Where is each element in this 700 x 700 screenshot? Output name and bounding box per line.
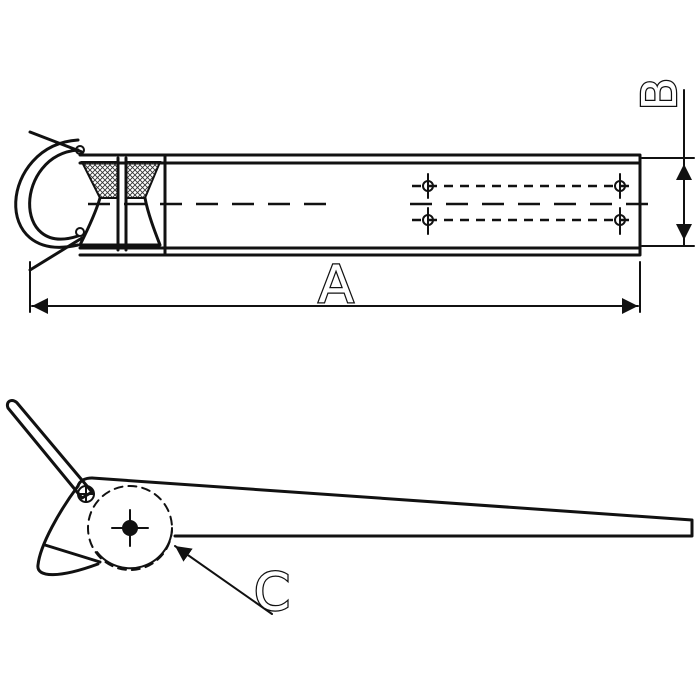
bolt-hole-icon xyxy=(614,207,626,235)
dimension-a: A xyxy=(29,254,641,316)
dimension-b: B xyxy=(631,76,695,247)
dimension-c-label: C xyxy=(254,563,290,623)
top-view: A B xyxy=(14,76,695,316)
bolt-hole-icon xyxy=(422,173,434,199)
bolt-hole-icon xyxy=(614,173,626,199)
side-view: C xyxy=(5,399,694,624)
dimension-a-label: A xyxy=(318,255,354,315)
bolt-hole-icon xyxy=(422,207,434,235)
axle-icon xyxy=(122,520,138,536)
mounting-slots xyxy=(412,173,632,235)
dimension-b-label: B xyxy=(632,78,688,111)
dimension-c: C xyxy=(174,545,291,624)
bail-hoop xyxy=(14,130,85,272)
bail-arm xyxy=(5,399,95,503)
roller-side xyxy=(87,485,173,571)
